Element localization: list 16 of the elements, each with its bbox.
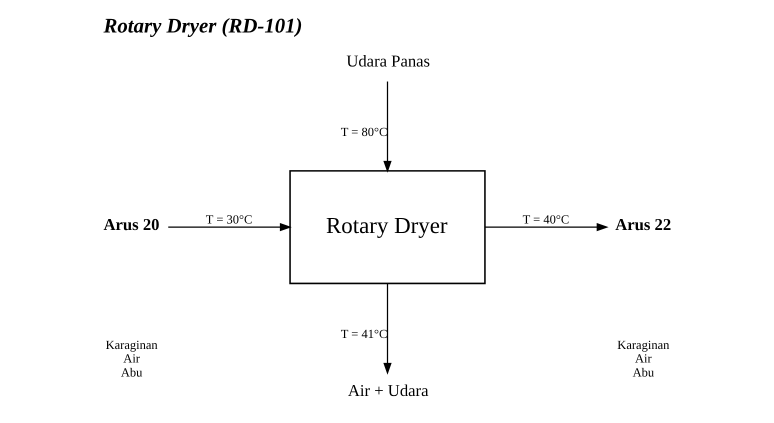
- arrow: [382, 82, 392, 173]
- edge-label: T = 30°C: [205, 212, 252, 227]
- node-text: Arus 22: [614, 215, 671, 234]
- edge-label: T = 40°C: [522, 212, 569, 227]
- node-text: Air + Udara: [347, 380, 428, 400]
- node-box: Rotary Dryer: [288, 170, 486, 284]
- node-text: Arus 20: [103, 215, 160, 234]
- edge-label: T = 41°C: [340, 326, 387, 341]
- label: Karaginan Air Abu: [105, 338, 158, 380]
- arrow: [382, 283, 392, 375]
- node-text: Udara Panas: [346, 51, 430, 70]
- label: Karaginan Air Abu: [616, 338, 669, 380]
- arrow: [484, 222, 608, 232]
- edge-label: T = 80°C: [340, 124, 387, 139]
- arrow: [168, 222, 292, 232]
- diagram-title: Rotary Dryer (RD-101): [103, 13, 302, 38]
